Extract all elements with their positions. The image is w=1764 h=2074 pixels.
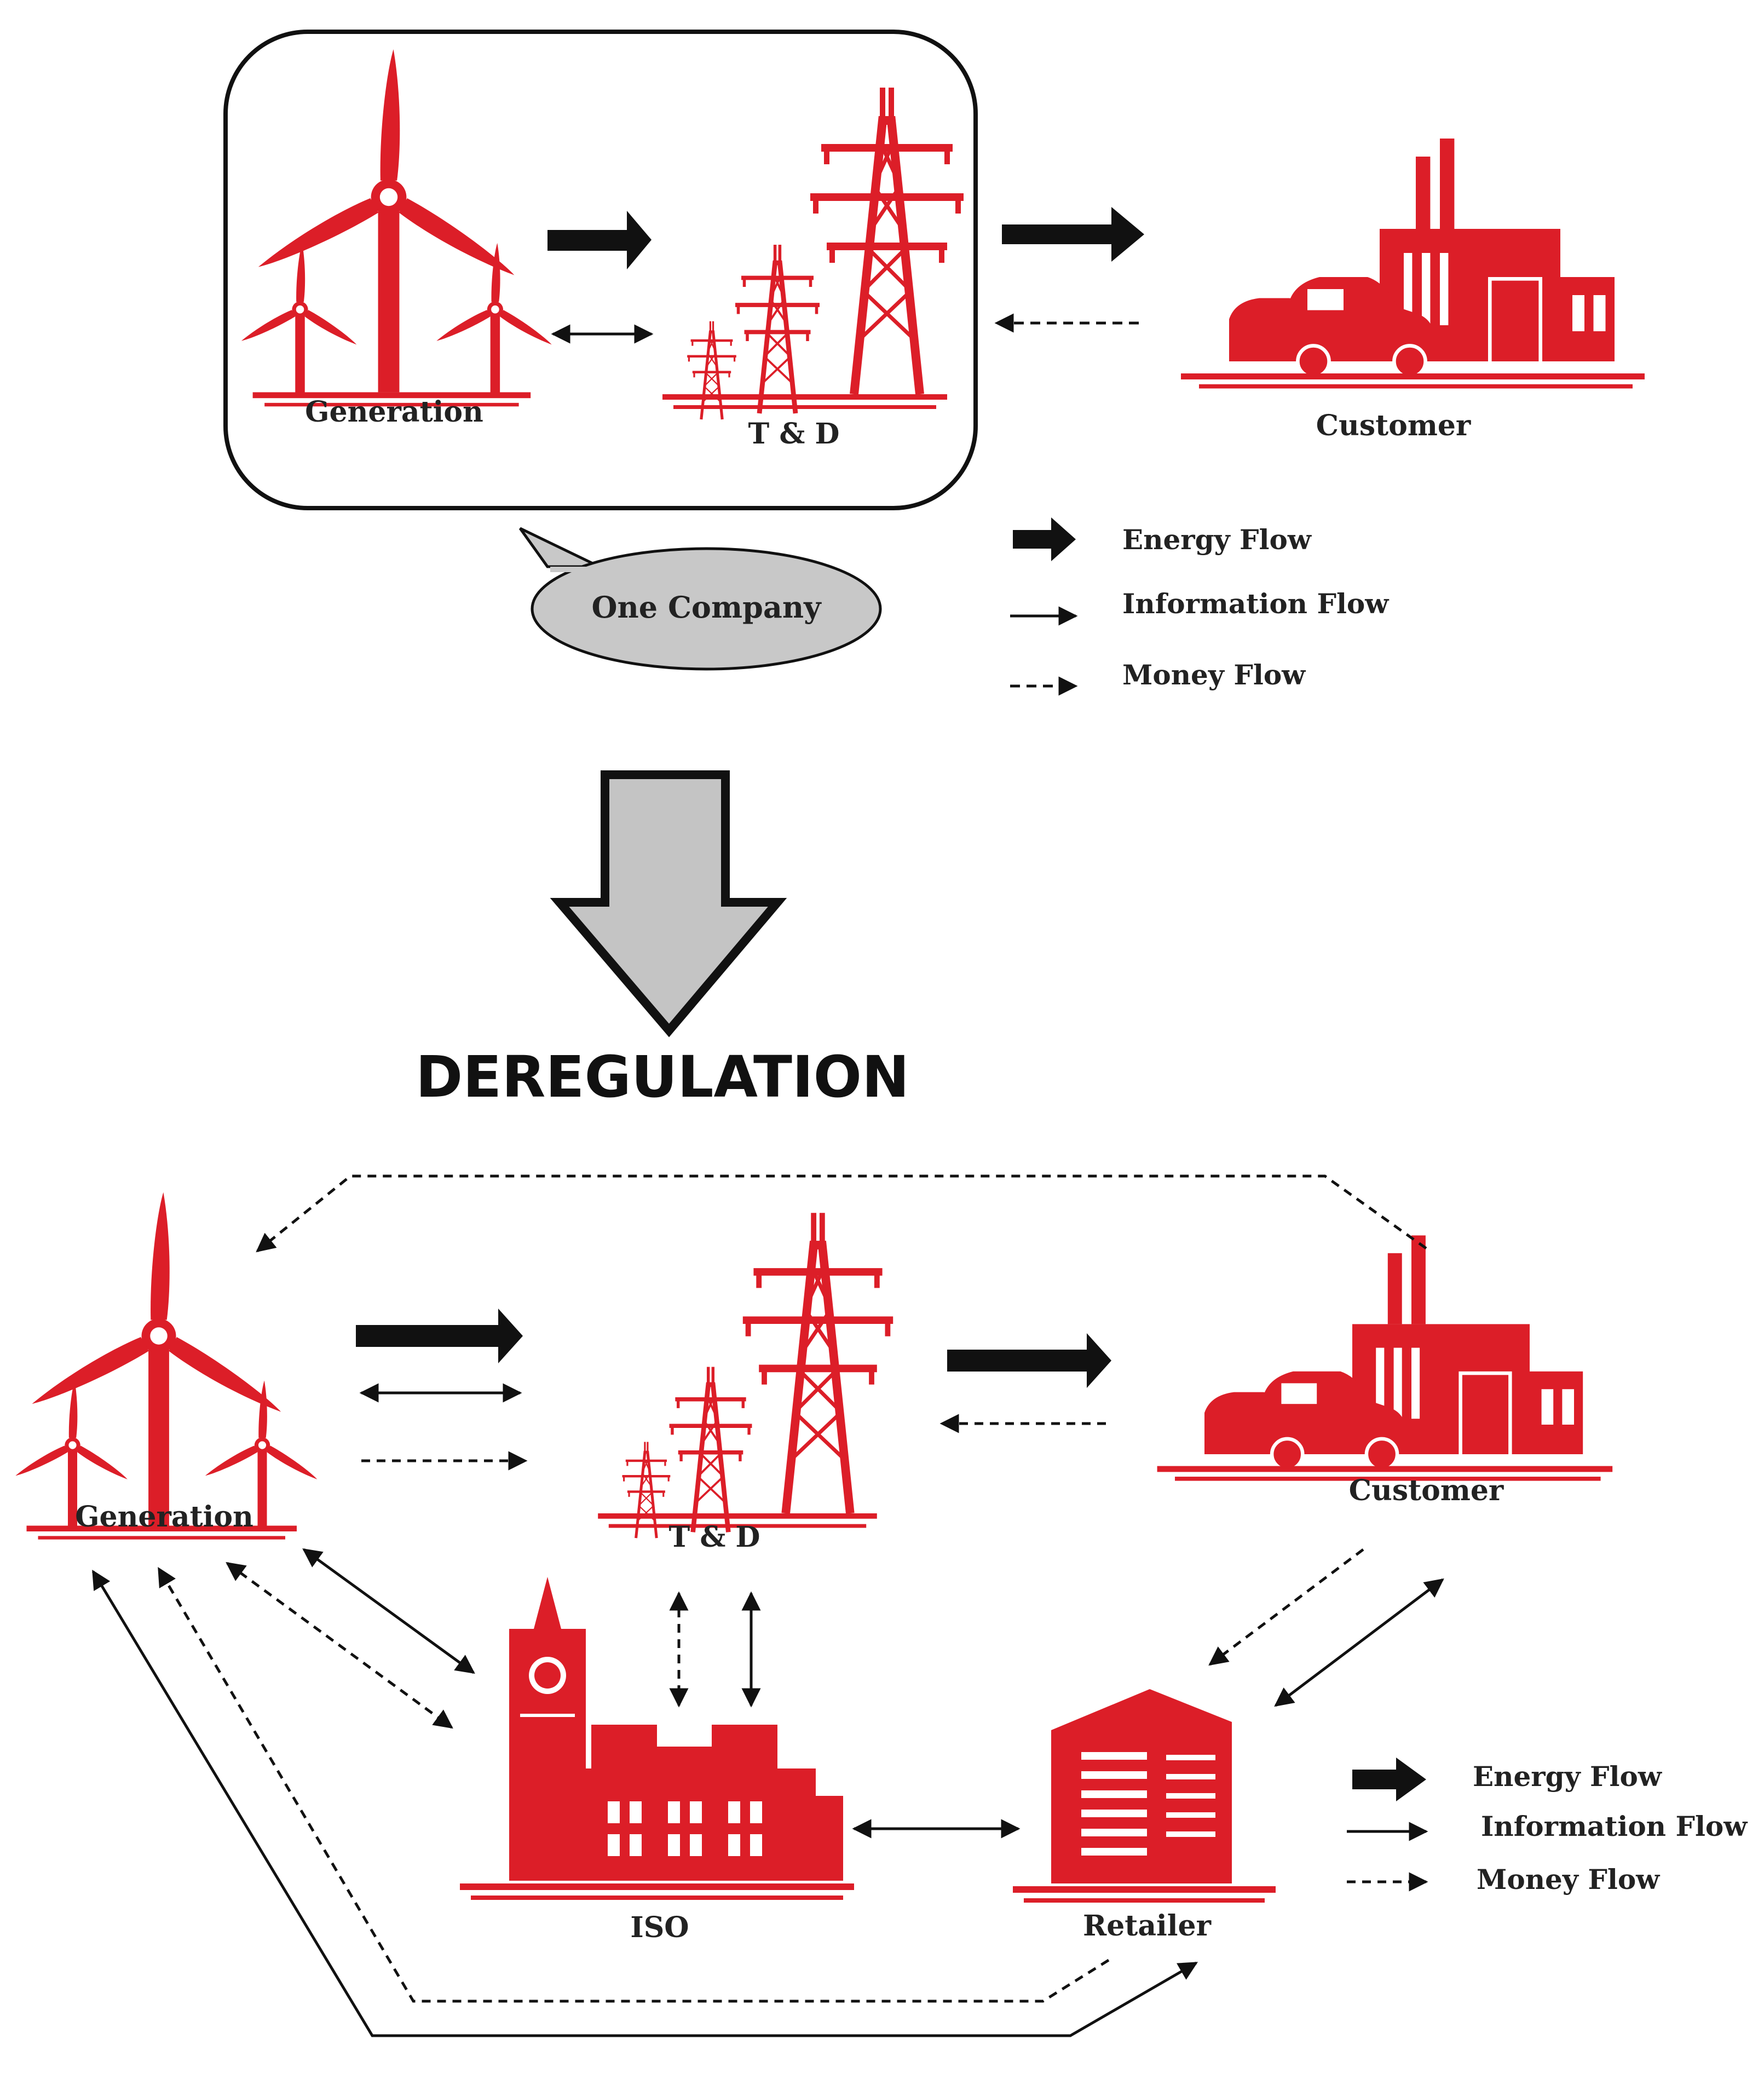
wind-turbines-icon xyxy=(240,49,555,406)
top-td-label: T & D xyxy=(748,417,840,451)
legend-energy-icon xyxy=(1352,1758,1426,1801)
top-generation-label: Generation xyxy=(305,395,483,429)
bottom-energy-arrow-gen-td xyxy=(356,1309,523,1363)
bottom-energy-arrow-td-customer xyxy=(947,1333,1111,1388)
one-company-label: One Company xyxy=(592,590,822,625)
info-arrow-gen-iso xyxy=(302,1548,475,1674)
bottom-retailer-label: Retailer xyxy=(1083,1909,1212,1943)
deregulation-title: DEREGULATION xyxy=(416,1044,909,1110)
bottom-legend-money: Money Flow xyxy=(1477,1863,1661,1896)
bottom-iso-label: ISO xyxy=(630,1911,689,1944)
deregulation-down-arrow xyxy=(550,770,787,1038)
one-company-box xyxy=(223,30,978,510)
wind-turbines-icon xyxy=(14,1192,320,1540)
top-customer-label: Customer xyxy=(1316,409,1471,442)
top-legend-information: Information Flow xyxy=(1122,587,1390,620)
bottom-legend: Energy Flow Information Flow Money Flow xyxy=(1347,1758,1748,1896)
legend-energy-icon xyxy=(1013,517,1076,561)
money-arrow-customer-generation xyxy=(256,1174,1427,1253)
factory-cars-icon xyxy=(1181,139,1645,389)
money-arrow-gen-iso xyxy=(226,1562,453,1729)
bottom-td-label: T & D xyxy=(669,1520,760,1554)
bottom-customer-label: Customer xyxy=(1349,1474,1504,1507)
office-building-icon xyxy=(1013,1689,1276,1903)
parliament-icon xyxy=(460,1577,854,1900)
top-legend-money: Money Flow xyxy=(1122,659,1306,691)
top-legend-energy: Energy Flow xyxy=(1122,523,1312,556)
info-arrow-customer-retailer xyxy=(1274,1578,1444,1707)
top-energy-arrow-gen-td xyxy=(547,211,652,269)
transmission-towers-icon xyxy=(662,88,964,419)
info-arrow-gen-retailer xyxy=(91,1570,1198,2037)
one-company-bubble: One Company xyxy=(518,527,882,671)
bottom-generation-label: Generation xyxy=(75,1500,253,1534)
transmission-towers-icon xyxy=(598,1213,893,1538)
bottom-legend-information: Information Flow xyxy=(1481,1810,1748,1842)
money-arrow-customer-retailer xyxy=(1208,1548,1364,1666)
bottom-legend-energy: Energy Flow xyxy=(1473,1760,1663,1793)
factory-cars-icon xyxy=(1157,1235,1613,1480)
top-legend: Energy Flow Information Flow Money Flow xyxy=(1010,517,1390,696)
top-energy-arrow-td-customer xyxy=(1002,207,1144,262)
